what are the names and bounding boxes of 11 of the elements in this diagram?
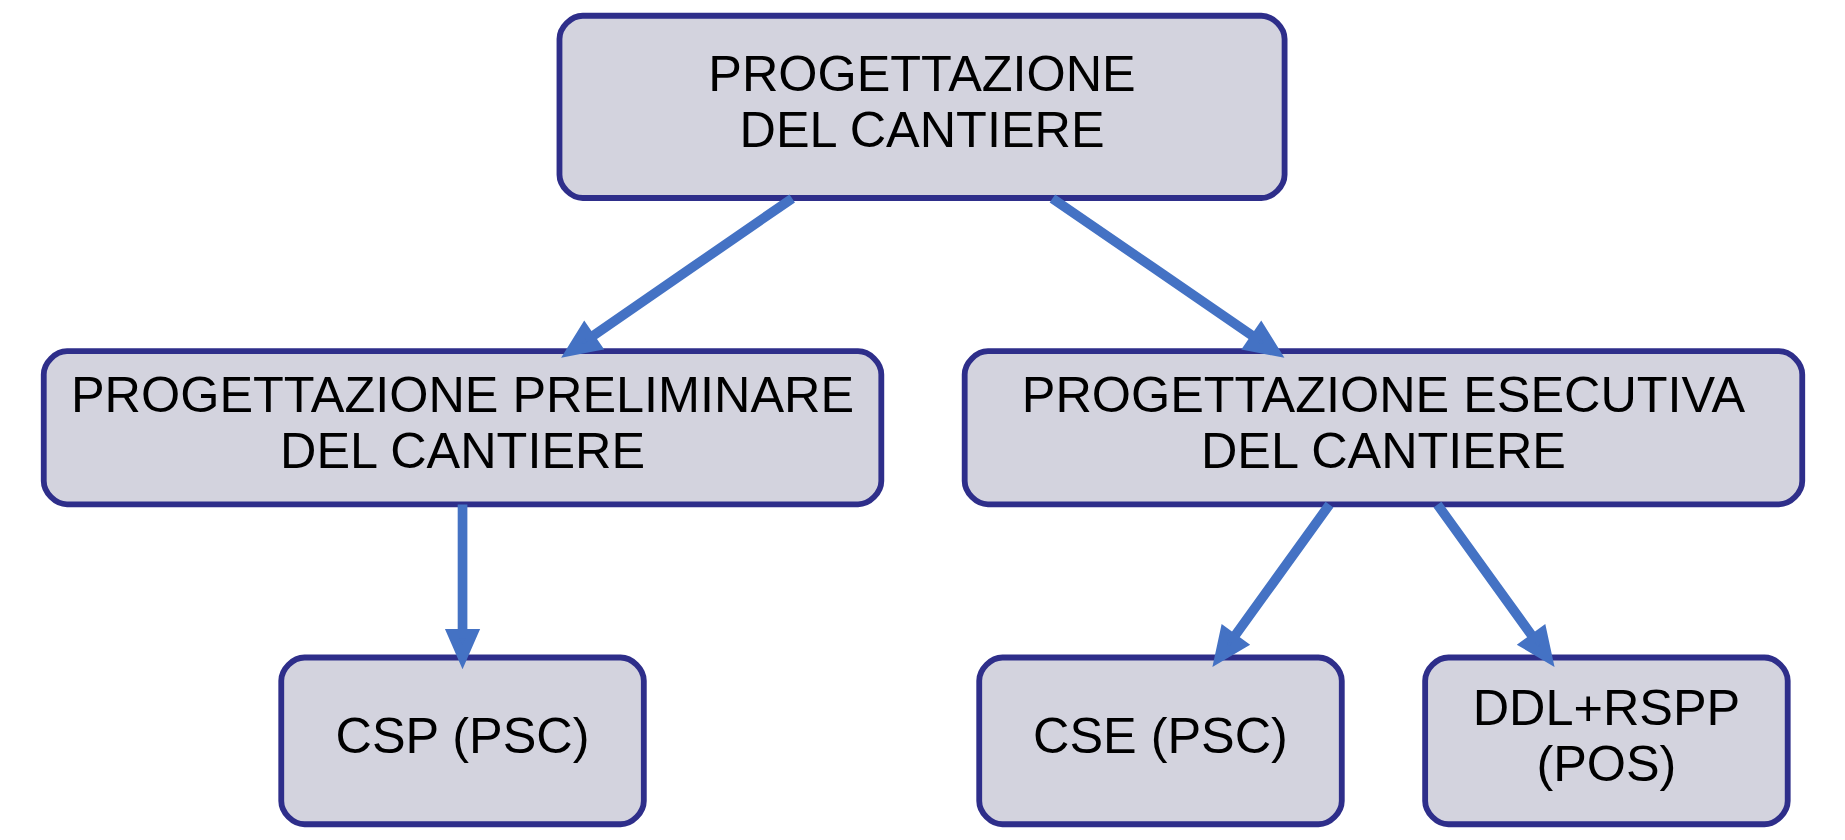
arrow (1211, 501, 1333, 667)
node-box: PROGETTAZIONE PRELIMINARE DEL CANTIERE (40, 348, 884, 508)
node-box: DDL+RSPP (POS) (1421, 654, 1791, 828)
arrow (560, 194, 795, 358)
arrow (1049, 194, 1284, 358)
node-box: PROGETTAZIONE ESECUTIVA DEL CANTIERE (961, 348, 1805, 508)
node-box: CSE (PSC) (975, 654, 1345, 828)
node-box: CSP (PSC) (277, 654, 647, 828)
node-box: PROGETTAZIONE DEL CANTIERE (556, 12, 1287, 201)
arrow (1433, 501, 1555, 667)
arrow (444, 504, 480, 670)
